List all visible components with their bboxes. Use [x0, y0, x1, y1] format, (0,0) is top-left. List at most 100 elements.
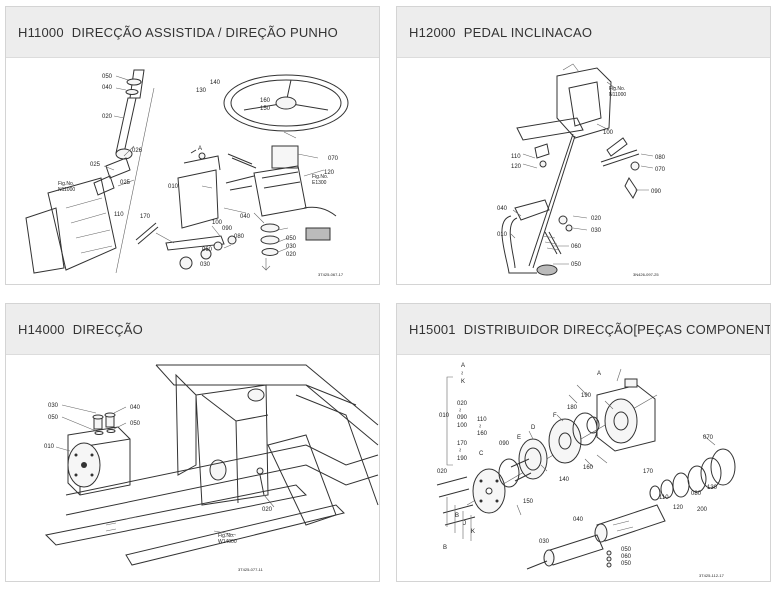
callout-label: A [198, 146, 202, 152]
callout-label: 025 [90, 162, 101, 168]
callout-label: 020 [591, 216, 602, 222]
callout-label: 070 [328, 156, 339, 162]
callout-label: W14000 [218, 539, 237, 545]
callout-label: 060 [571, 244, 582, 250]
callout-label: 130 [707, 485, 718, 491]
catalog-card-h11000[interactable]: H11000 DIRECÇÃO ASSISTIDA / DIREÇÃO PUNH… [5, 6, 380, 285]
card-title: H14000 DIRECÇÃO [6, 304, 379, 355]
callout-label: 170 [140, 214, 151, 220]
card-title: H15001 DISTRIBUIDOR DIRECÇÃO[PEÇAS COMPO… [397, 304, 770, 355]
callout-label: 120 [511, 164, 522, 170]
callout-label: 170 [457, 441, 468, 447]
callout-label: 120 [324, 170, 335, 176]
callout-label: 080 [234, 234, 245, 240]
callout-label: 050 [621, 547, 632, 553]
callout-label: 120 [673, 505, 684, 511]
callout-label: J [463, 521, 466, 527]
callout-label: B [443, 545, 447, 551]
callout-label: 010 [439, 413, 450, 419]
card-code: H14000 [18, 321, 65, 337]
callout-label: 160 [260, 98, 271, 104]
catalog-card-h12000[interactable]: H12000 PEDAL INCLINACAO Fig.No. [396, 6, 771, 285]
callout-label: 030 [200, 262, 211, 268]
callout-label: 040 [240, 214, 251, 220]
callout-label: 190 [581, 393, 592, 399]
exploded-diagram-image: Fig.No. N11000 100 110 120 080 070 090 0… [397, 58, 770, 284]
callout-label: 150 [523, 499, 534, 505]
callout-label: 025 [120, 180, 131, 186]
callout-label: 100 [212, 220, 223, 226]
callout-label: 100 [603, 130, 614, 136]
callout-label: 020 [262, 507, 273, 513]
callout-label: Fig.No. [58, 181, 74, 187]
card-code: H12000 [409, 24, 456, 40]
callout-label: Fig.No. [312, 174, 328, 180]
card-code: H11000 [18, 24, 64, 40]
callout-label: C [479, 451, 484, 457]
callout-label: K [461, 379, 465, 385]
callout-label: N11000 [609, 92, 626, 98]
callout-label: 110 [477, 417, 487, 423]
callout-label: 090 [499, 441, 510, 447]
callout-label: 070 [703, 435, 714, 441]
callout-label: 080 [655, 155, 666, 161]
callout-label: 040 [130, 405, 141, 411]
callout-label: 010 [44, 444, 55, 450]
card-name: DIRECÇÃO ASSISTIDA / DIREÇÃO PUNHO [71, 24, 338, 40]
callout-label: A [461, 363, 465, 369]
callout-label: ≀ [459, 448, 461, 454]
callout-label: 020 [457, 401, 468, 407]
card-name: DISTRIBUIDOR DIRECÇÃO[PEÇAS COMPONENTES] [463, 321, 770, 337]
callout-label: N11000 [58, 187, 75, 193]
card-title: H12000 PEDAL INCLINACAO [397, 7, 770, 58]
callout-label: 130 [196, 88, 207, 94]
callout-label: K [471, 529, 475, 535]
drawing-code: 3N426-097-25 [633, 272, 659, 277]
callout-label: ≀ [479, 424, 481, 430]
exploded-diagram-image: 050 040 020 025 026 025 Fig.No. N11000 1… [6, 58, 379, 284]
callout-label: Fig.No. [218, 533, 234, 539]
catalog-card-h15001[interactable]: H15001 DISTRIBUIDOR DIRECÇÃO[PEÇAS COMPO… [396, 303, 771, 582]
callout-label: 040 [497, 206, 508, 212]
callout-label: 190 [457, 456, 468, 462]
callout-label: 050 [48, 415, 59, 421]
callout-label: 060 [202, 247, 213, 253]
callout-label: 140 [559, 477, 570, 483]
callout-label: 020 [286, 252, 297, 258]
callout-label: F [553, 413, 557, 419]
callout-label: 030 [539, 539, 550, 545]
callout-label: 020 [102, 114, 113, 120]
callout-label: 050 [130, 421, 141, 427]
callout-label: 090 [651, 189, 662, 195]
callout-label: 110 [659, 495, 669, 501]
callout-label: 150 [260, 106, 271, 112]
callout-label: 050 [286, 236, 297, 242]
callout-label: 026 [132, 148, 143, 154]
callout-label: 070 [655, 167, 666, 173]
callout-label: 050 [102, 74, 113, 80]
callout-label: 160 [477, 431, 488, 437]
card-name: PEDAL INCLINACAO [463, 24, 593, 40]
callout-label: B [455, 513, 459, 519]
card-name: DIRECÇÃO [72, 321, 143, 337]
callout-label: 170 [643, 469, 654, 475]
card-title: H11000 DIRECÇÃO ASSISTIDA / DIREÇÃO PUNH… [6, 7, 379, 58]
callout-label: 180 [567, 405, 578, 411]
exploded-diagram-image: A ≀ K 010 020 ≀ 090 100 110 ≀ 160 170 ≀ … [397, 355, 770, 581]
callout-label: 040 [102, 85, 113, 91]
catalog-card-h14000[interactable]: H14000 DIRECÇÃO [5, 303, 380, 582]
callout-label: 050 [571, 262, 582, 268]
drawing-code: 3T425-067-17 [318, 272, 344, 277]
callout-label: 030 [48, 403, 59, 409]
callout-label: 090 [457, 415, 468, 421]
callout-label: 050 [621, 561, 632, 567]
callout-label: 020 [437, 469, 448, 475]
drawing-code: 3T425-112-17 [699, 573, 725, 578]
callout-label: 200 [697, 507, 708, 513]
callout-label: 110 [114, 212, 124, 218]
callout-label: 010 [497, 232, 508, 238]
card-code: H15001 [409, 321, 456, 337]
callout-label: A [597, 371, 601, 377]
callout-label: E [517, 435, 521, 441]
callout-label: ≀ [461, 371, 463, 377]
